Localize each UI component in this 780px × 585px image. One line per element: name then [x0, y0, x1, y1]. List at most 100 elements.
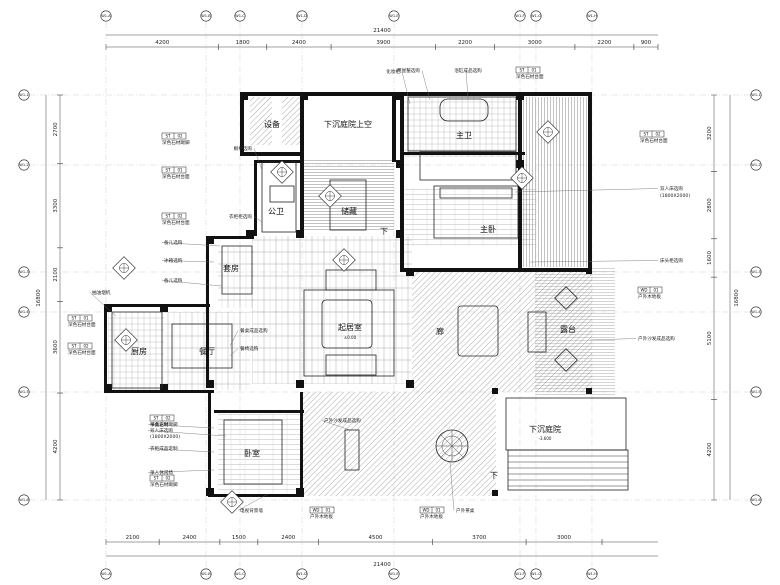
index-diamond — [510, 166, 534, 190]
svg-text:化妆柜: 化妆柜 — [386, 68, 400, 75]
svg-text:深色石材台面: 深色石材台面 — [640, 137, 668, 144]
svg-text:ST: ST — [166, 213, 172, 218]
dim-seg-4: 2200 — [458, 40, 472, 46]
svg-text:户外沙发成品选购: 户外沙发成品选购 — [324, 417, 361, 424]
axis-bubble — [750, 159, 762, 171]
axis-label: W1-H — [587, 572, 597, 576]
svg-text:ST: ST — [520, 67, 526, 72]
annotation-l-chair: 餐椅选购 — [229, 345, 259, 357]
axis-bubble — [18, 159, 30, 171]
svg-text:ST: ST — [154, 415, 160, 420]
axis-bubble — [514, 10, 526, 22]
annotation-l-hood: 抽油烟机 — [89, 289, 117, 317]
sunken-level: -3.600 — [539, 436, 552, 441]
annotation-l-night: 床头柜选购 — [529, 257, 683, 264]
svg-text:01: 01 — [177, 167, 183, 172]
axis-bubble — [234, 568, 246, 580]
index-diamonds — [112, 120, 560, 514]
floor-finishes — [108, 97, 615, 496]
interior-lines — [111, 96, 629, 491]
svg-text:WD: WD — [640, 287, 647, 292]
axis-bubble — [388, 568, 400, 580]
axis-label: W1-C — [235, 572, 245, 576]
svg-text:深色石材台面: 深色石材台面 — [68, 321, 96, 328]
svg-text:单人休闲椅: 单人休闲椅 — [150, 469, 173, 476]
annotation-l-double-bed: 双人床选购 — [514, 185, 683, 193]
annotation-l-bench2: 衣柜柜选购 — [229, 213, 263, 223]
overall-dim-top: 21400 — [373, 28, 391, 34]
room-sunken-void: 下沉庭院上空 — [324, 119, 372, 129]
axis-label: W1-3 — [751, 270, 760, 274]
dim-seg-3: 5100 — [707, 331, 713, 345]
axis-label: W1-E — [389, 572, 399, 576]
svg-text:02: 02 — [655, 131, 661, 136]
axis-bubble — [586, 568, 598, 580]
svg-text:书桌定制: 书桌定制 — [150, 421, 169, 428]
annotation-l-sofa-out: 户外沙发成品选购 — [589, 335, 675, 342]
axis-label: W1-4 — [19, 310, 29, 314]
svg-text:ST: ST — [644, 131, 650, 136]
axis-label: W1-6 — [751, 498, 761, 502]
index-diamond — [536, 120, 560, 144]
svg-text:ST: ST — [166, 133, 172, 138]
svg-text:床头柜选购: 床头柜选购 — [660, 257, 683, 264]
axis-bubble — [388, 10, 400, 22]
dim-seg-2: 1600 — [707, 250, 713, 264]
dim-seg-6: 2200 — [597, 40, 611, 46]
svg-text:户外木地板: 户外木地板 — [310, 513, 333, 520]
stair-down-1: 下 — [380, 227, 388, 236]
svg-text:01: 01 — [435, 507, 441, 512]
svg-text:01: 01 — [653, 287, 659, 292]
axis-label: W1-1 — [751, 93, 760, 97]
room-hall: 廊 — [436, 326, 444, 336]
index-diamond — [270, 160, 294, 184]
room-kitchen: 厨房 — [131, 346, 147, 356]
svg-text:深色石材台面: 深色石材台面 — [68, 349, 96, 356]
room-equipment: 设备 — [264, 119, 280, 129]
annotation-l-basin: 用屋鏊选购 — [397, 67, 431, 101]
dim-seg-1: 2400 — [183, 535, 197, 541]
svg-text:餐桌成品选购: 餐桌成品选购 — [240, 327, 268, 334]
axis-bubble — [100, 10, 112, 22]
axis-bubble — [750, 494, 762, 506]
stair-down-2: 下 — [490, 471, 498, 480]
dim-seg-0: 2700 — [53, 122, 59, 136]
axis-label: W1-B — [201, 572, 211, 576]
axis-bubble — [18, 89, 30, 101]
dim-seg-3: 3900 — [376, 40, 390, 46]
dim-seg-6: 3000 — [557, 535, 571, 541]
annotation-l-kitchen-cab: 橱柜选购 — [234, 145, 263, 171]
dim-seg-0: 3200 — [707, 126, 713, 140]
axis-bubble — [586, 10, 598, 22]
index-diamond — [220, 490, 244, 514]
svg-text:02: 02 — [83, 343, 89, 348]
svg-text:02: 02 — [177, 213, 183, 218]
index-diamond — [114, 328, 138, 352]
axis-bubble — [18, 266, 30, 278]
svg-text:餐椅选购: 餐椅选购 — [240, 345, 259, 352]
svg-text:用屋鏊选购: 用屋鏊选购 — [397, 67, 420, 74]
annotation-l-cab-in: 化妆柜 — [386, 68, 411, 105]
dim-seg-4: 4500 — [369, 535, 383, 541]
dim-seg-1: 2800 — [707, 198, 713, 212]
room-public-bath: 公卫 — [268, 207, 284, 216]
axis-bubble — [750, 386, 762, 398]
axis-label: W1-F — [515, 14, 524, 18]
axis-bubble — [200, 10, 212, 22]
annotation-l-dining-table: 餐桌成品选购 — [229, 327, 268, 347]
axis-label: W1-E — [389, 14, 399, 18]
svg-text:户外沙发成品选购: 户外沙发成品选购 — [638, 335, 675, 342]
dim-seg-4: 4200 — [53, 439, 59, 453]
axis-bubble — [750, 266, 762, 278]
room-living: 起居室 — [338, 322, 362, 332]
